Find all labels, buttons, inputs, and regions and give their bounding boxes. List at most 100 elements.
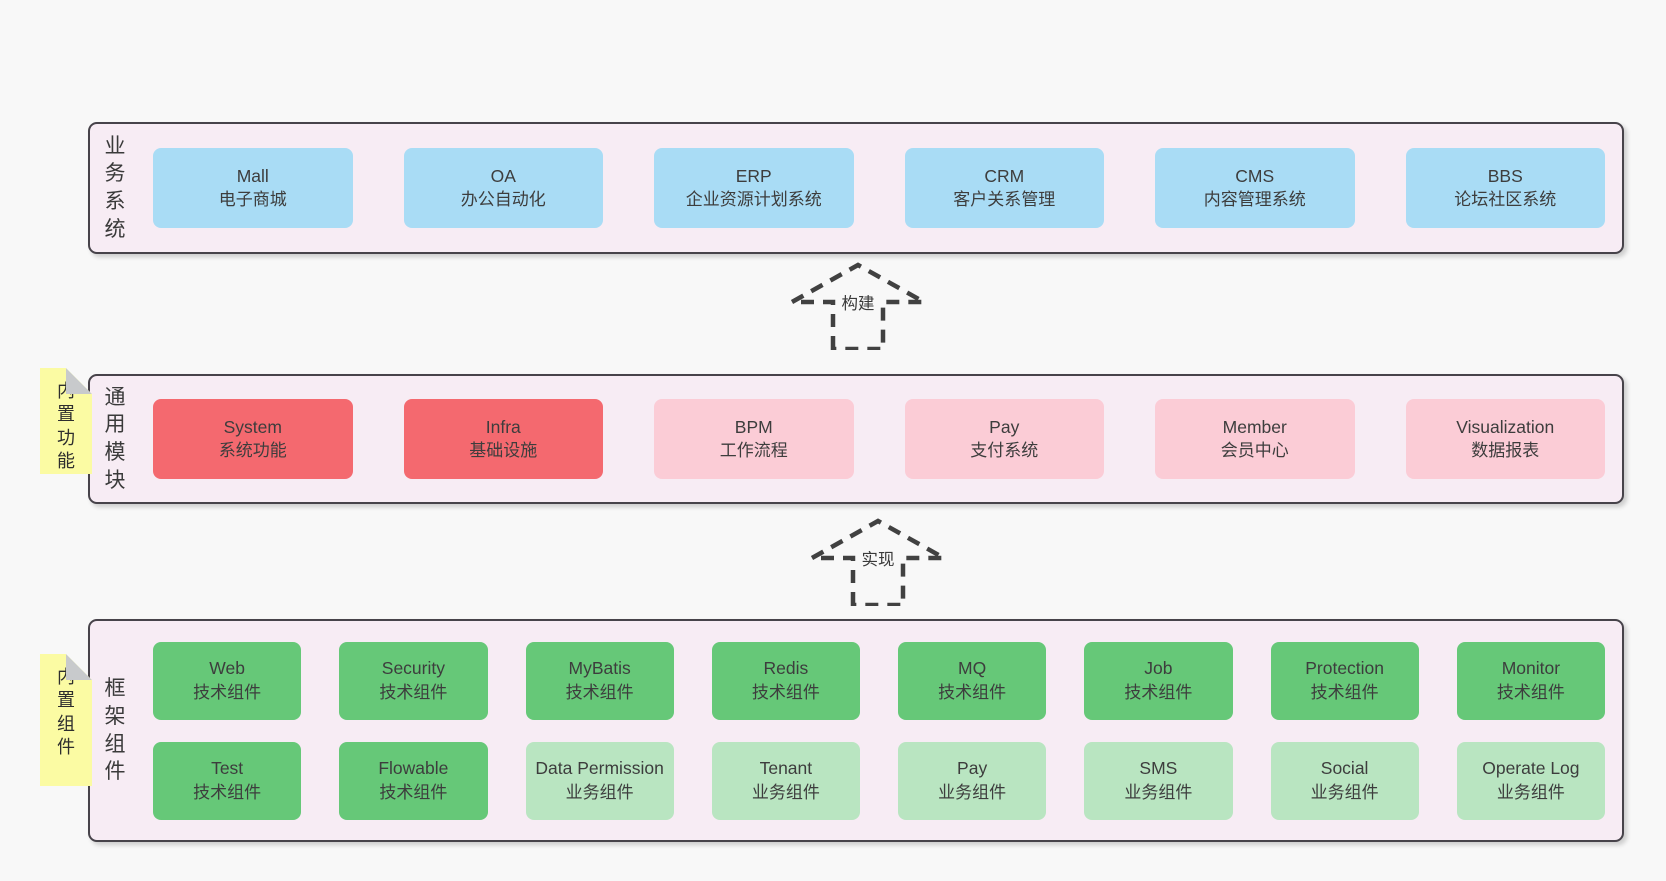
module-description: 技术组件	[751, 682, 820, 702]
module-row: System 系统功能 Infra 基础设施 BPM 工作流程 Pay 支付系统 Member 会…	[153, 399, 1605, 479]
module-description: 技术组件	[565, 682, 634, 702]
module-box-bpm: BPM 工作流程	[654, 399, 854, 479]
module-box-infra: Infra 基础设施	[403, 399, 603, 479]
module-name: BBS	[1487, 165, 1523, 186]
module-description: 技术组件	[193, 782, 262, 802]
layer-rows: System 系统功能 Infra 基础设施 BPM 工作流程 Pay 支付系统 Member 会…	[153, 376, 1605, 502]
module-name: BPM	[734, 416, 773, 437]
module-box-flowable: Flowable 技术组件	[339, 741, 488, 820]
module-description: 工作流程	[719, 441, 788, 461]
module-description: 技术组件	[379, 682, 448, 702]
module-box-visualization: Visualization 数据报表	[1405, 399, 1605, 479]
module-box-tenant: Tenant 业务组件	[711, 741, 860, 820]
module-name: Job	[1144, 658, 1173, 679]
module-description: 会员中心	[1220, 441, 1289, 461]
module-name: Redis	[763, 658, 809, 679]
module-box-test: Test 技术组件	[153, 741, 302, 820]
module-name: System	[223, 416, 282, 437]
module-description: 数据报表	[1471, 441, 1540, 461]
module-description: 基础设施	[469, 441, 538, 461]
module-name: ERP	[735, 165, 772, 186]
module-name: Mall	[236, 165, 269, 186]
module-name: OA	[490, 165, 516, 186]
sticky-note-label: 内置功能	[57, 404, 75, 472]
module-name: CMS	[1235, 165, 1275, 186]
module-box-mq: MQ 技术组件	[898, 641, 1047, 720]
module-description: 电子商城	[218, 190, 287, 210]
module-box-data-permission: Data Permission 业务组件	[525, 741, 674, 820]
module-name: Infra	[485, 416, 521, 437]
module-description: 系统功能	[218, 441, 287, 461]
module-name: Member	[1222, 416, 1287, 437]
module-description: 技术组件	[193, 682, 262, 702]
module-name: Tenant	[759, 758, 813, 779]
module-description: 技术组件	[1496, 682, 1565, 702]
module-box-sms: SMS 业务组件	[1084, 741, 1233, 820]
module-description: 支付系统	[970, 441, 1039, 461]
module-description: 业务组件	[938, 782, 1007, 802]
module-box-member: Member 会员中心	[1155, 399, 1355, 479]
module-box-web: Web 技术组件	[153, 641, 302, 720]
module-name: MyBatis	[568, 658, 631, 679]
sticky-note-label: 内置组件	[57, 690, 75, 758]
module-description: 办公自动化	[460, 190, 546, 210]
module-name: Data Permission	[535, 758, 664, 779]
module-box-pay: Pay 业务组件	[898, 741, 1047, 820]
module-description: 技术组件	[1124, 682, 1193, 702]
module-description: 技术组件	[1310, 682, 1379, 702]
layer-framework-components: 框架组件 Web 技术组件 Security 技术组件 MyBatis 技术组件 Redis 技…	[88, 619, 1624, 842]
layer-label-business-systems: 业务系统	[104, 134, 126, 241]
module-description: 论坛社区系统	[1454, 190, 1557, 210]
module-box-monitor: Monitor 技术组件	[1456, 641, 1605, 720]
module-description: 企业资源计划系统	[685, 190, 822, 210]
module-box-oa: OA 办公自动化	[403, 148, 603, 228]
module-name: MQ	[958, 658, 987, 679]
module-name: Web	[209, 658, 245, 679]
module-name: Visualization	[1456, 416, 1555, 437]
module-name: Social	[1320, 758, 1369, 779]
module-box-job: Job 技术组件	[1084, 641, 1233, 720]
arrow-label: 实现	[858, 545, 898, 571]
module-name: Pay	[989, 416, 1020, 437]
sticky-note-common-modules: 内置功能	[40, 368, 92, 474]
module-description: 业务组件	[751, 782, 820, 802]
module-description: 技术组件	[938, 682, 1007, 702]
module-box-bbs: BBS 论坛社区系统	[1405, 148, 1605, 228]
layer-common-modules: 通用模块 System 系统功能 Infra 基础设施 BPM 工作流程 Pay 支付系统 Mem…	[88, 374, 1624, 504]
module-name: Operate Log	[1482, 758, 1580, 779]
module-description: 内容管理系统	[1203, 190, 1306, 210]
module-description: 业务组件	[565, 782, 634, 802]
arrow-label: 构建	[838, 289, 878, 315]
module-box-system: System 系统功能	[153, 399, 353, 479]
module-box-cms: CMS 内容管理系统	[1155, 148, 1355, 228]
module-box-pay: Pay 支付系统	[904, 399, 1104, 479]
module-name: CRM	[984, 165, 1025, 186]
module-name: Security	[381, 658, 445, 679]
module-box-mall: Mall 电子商城	[153, 148, 353, 228]
up-arrow-dashed-icon	[783, 262, 933, 350]
layer-label-common-modules: 通用模块	[104, 385, 126, 492]
module-name: Test	[211, 758, 244, 779]
module-box-mybatis: MyBatis 技术组件	[525, 641, 674, 720]
module-description: 业务组件	[1124, 782, 1193, 802]
module-name: Flowable	[378, 758, 449, 779]
module-name: Pay	[957, 758, 988, 779]
module-name: Monitor	[1501, 658, 1561, 679]
layer-label-framework-components: 框架组件	[104, 677, 126, 784]
module-box-erp: ERP 企业资源计划系统	[654, 148, 854, 228]
module-name: SMS	[1139, 758, 1178, 779]
module-name: Protection	[1305, 658, 1385, 679]
module-description: 技术组件	[379, 782, 448, 802]
module-box-protection: Protection 技术组件	[1270, 641, 1419, 720]
up-arrow-dashed-icon	[803, 518, 953, 606]
module-box-redis: Redis 技术组件	[711, 641, 860, 720]
